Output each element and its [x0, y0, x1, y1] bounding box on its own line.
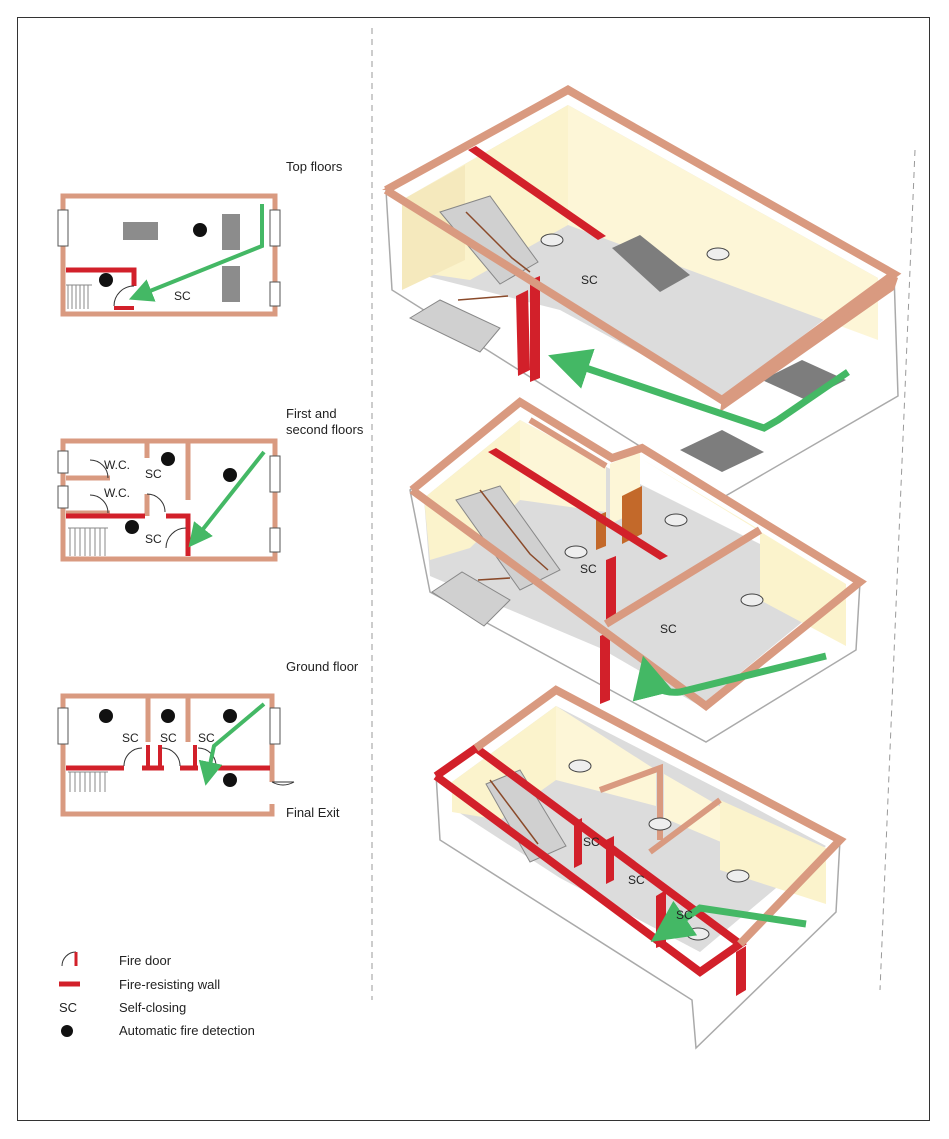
fire-door-icon: [61, 951, 77, 967]
window-icon: [57, 209, 69, 247]
fire-door-icon: [146, 493, 166, 513]
fire-detector-icon: [664, 513, 688, 527]
escape-route-arrow: [128, 204, 264, 302]
table: [222, 214, 240, 250]
fire-door-icon: [123, 747, 143, 767]
sc-label: SC: [198, 731, 215, 745]
fire-detector-dot-icon: [99, 273, 113, 287]
fire-resisting-wall: [166, 513, 191, 556]
fire-detector-dot-icon: [61, 1025, 73, 1037]
sc-label: SC: [628, 873, 645, 887]
legend-label: Fire door: [119, 953, 172, 968]
sc-label: SC: [145, 532, 162, 546]
stairs: [68, 771, 108, 792]
fire-detector-icon: [706, 247, 730, 261]
fire-detector-dot-icon: [223, 773, 237, 787]
fire-detector-dot-icon: [161, 709, 175, 723]
fire-detector-dot-icon: [193, 223, 207, 237]
fire-resisting-wall: [488, 448, 668, 560]
legend-label: Automatic fire detection: [119, 1023, 255, 1038]
fire-door-icon: [161, 747, 181, 767]
final-exit-door-icon: [271, 781, 295, 786]
window-icon: [269, 527, 281, 553]
fire-detector-icon: [568, 759, 592, 773]
stairs: [66, 284, 92, 309]
table: [123, 222, 158, 240]
escape-route-arrow: [188, 450, 266, 548]
legend-item-fire-door: Fire door: [61, 951, 172, 968]
plan-top-title: Top floors: [286, 159, 343, 174]
escape-route-arrow: [198, 702, 266, 786]
iso-middle-floor: SC SC: [409, 397, 867, 743]
fire-detector-icon: [564, 545, 588, 559]
fire-detector-icon: [726, 869, 750, 883]
legend-label: Fire-resisting wall: [119, 977, 220, 992]
sc-label: SC: [676, 908, 693, 922]
fire-detector-icon: [740, 593, 764, 607]
stairs: [408, 195, 539, 353]
door-icon: [89, 494, 109, 514]
fire-door-icon: [165, 527, 187, 549]
fire-detector-icon: [686, 927, 710, 941]
plan-middle-title-1: First and: [286, 406, 337, 421]
door-icon: [89, 459, 109, 479]
sc-label: SC: [660, 622, 677, 636]
plan-top-floors: Top floors SC: [57, 159, 343, 317]
escape-route-arrow: [632, 652, 827, 702]
iso-ground-floor: SC SC SC: [433, 685, 847, 1050]
iso-top-floor: SC: [382, 85, 902, 499]
window-icon: [269, 281, 281, 307]
diagram-frame: [17, 17, 930, 1121]
window-icon: [57, 707, 69, 745]
escape-route-arrow: [650, 900, 807, 942]
fire-detector-dot-icon: [125, 520, 139, 534]
legend: Fire door Fire-resisting wall SC Self-cl…: [59, 951, 255, 1038]
fire-resisting-wall: [468, 146, 606, 240]
plan-ground-floor: Ground floor SC SC SC: [57, 659, 359, 820]
sc-label: SC: [580, 562, 597, 576]
plan-first-second-floors: First and second floors W.C: [57, 406, 364, 562]
fire-detector-dot-icon: [161, 452, 175, 466]
sc-label: SC: [122, 731, 139, 745]
stairs: [68, 527, 108, 556]
door-icon: [622, 486, 642, 544]
plan-middle-title-2: second floors: [286, 422, 364, 437]
final-exit-label: Final Exit: [286, 805, 340, 820]
legend-label: Self-closing: [119, 1000, 186, 1015]
sc-label: SC: [583, 835, 600, 849]
plan-ground-title: Ground floor: [286, 659, 359, 674]
fire-detector-dot-icon: [223, 468, 237, 482]
fire-detector-dot-icon: [99, 709, 113, 723]
window-icon: [269, 707, 281, 745]
fire-detector-icon: [540, 233, 564, 247]
stairs: [431, 485, 561, 627]
window-icon: [57, 450, 69, 474]
fire-detector-dot-icon: [223, 709, 237, 723]
sc-label: SC: [581, 273, 598, 287]
escape-route-arrow: [548, 348, 850, 432]
fire-detector-icon: [648, 817, 672, 831]
legend-item-self-closing: SC Self-closing: [59, 1000, 186, 1015]
wc-label: W.C.: [104, 486, 130, 500]
legend-item-fire-detection: Automatic fire detection: [61, 1023, 255, 1038]
legend-item-fire-resisting-wall: Fire-resisting wall: [59, 977, 220, 992]
window-icon: [269, 455, 281, 493]
table: [222, 266, 240, 302]
guide-line-right: [879, 149, 916, 991]
window-icon: [269, 209, 281, 247]
wc-label: W.C.: [104, 458, 130, 472]
sc-label: SC: [145, 467, 162, 481]
window-icon: [57, 485, 69, 509]
sc-symbol: SC: [59, 1000, 77, 1015]
sc-label: SC: [174, 289, 191, 303]
sc-label: SC: [160, 731, 177, 745]
